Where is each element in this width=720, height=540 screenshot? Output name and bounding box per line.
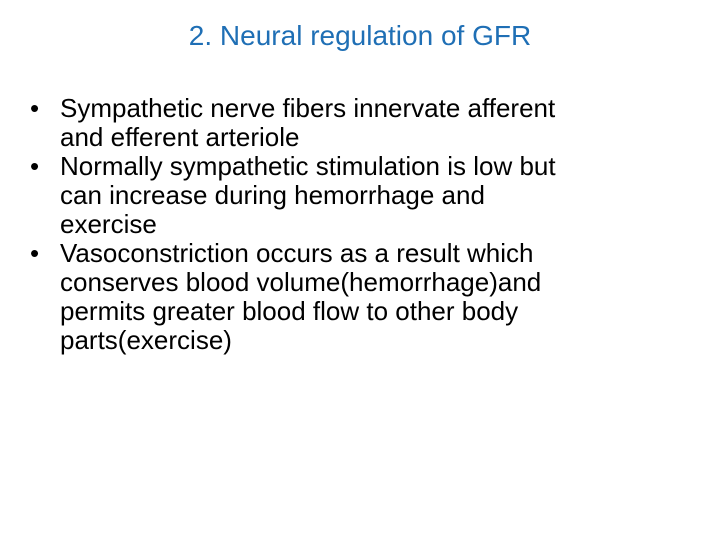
bullet-text-line: Sympathetic nerve fibers innervate affer… [60,93,556,123]
bullet-text-line: permits greater blood flow to other body [60,296,519,326]
bullet-item-3: • Vasoconstriction occurs as a result wh… [30,239,690,355]
bullet-item-2: • Normally sympathetic stimulation is lo… [30,152,690,239]
bullet-text-line: and efferent arteriole [60,122,300,152]
bullet-icon: • [30,151,40,181]
bullet-icon: • [30,238,40,268]
bullet-icon: • [30,93,40,123]
bullet-list: • Sympathetic nerve fibers innervate aff… [30,94,690,355]
bullet-text-line: exercise [60,209,157,239]
slide-title: 2. Neural regulation of GFR [188,20,532,51]
bullet-item-1: • Sympathetic nerve fibers innervate aff… [30,94,690,152]
bullet-text-line: Normally sympathetic stimulation is low … [60,151,556,181]
bullet-text-line: conserves blood volume(hemorrhage)and [60,267,542,297]
bullet-text-line: parts(exercise) [60,325,232,355]
bullet-text-line: can increase during hemorrhage and [60,180,485,210]
bullet-text-line: Vasoconstriction occurs as a result whic… [60,238,534,268]
